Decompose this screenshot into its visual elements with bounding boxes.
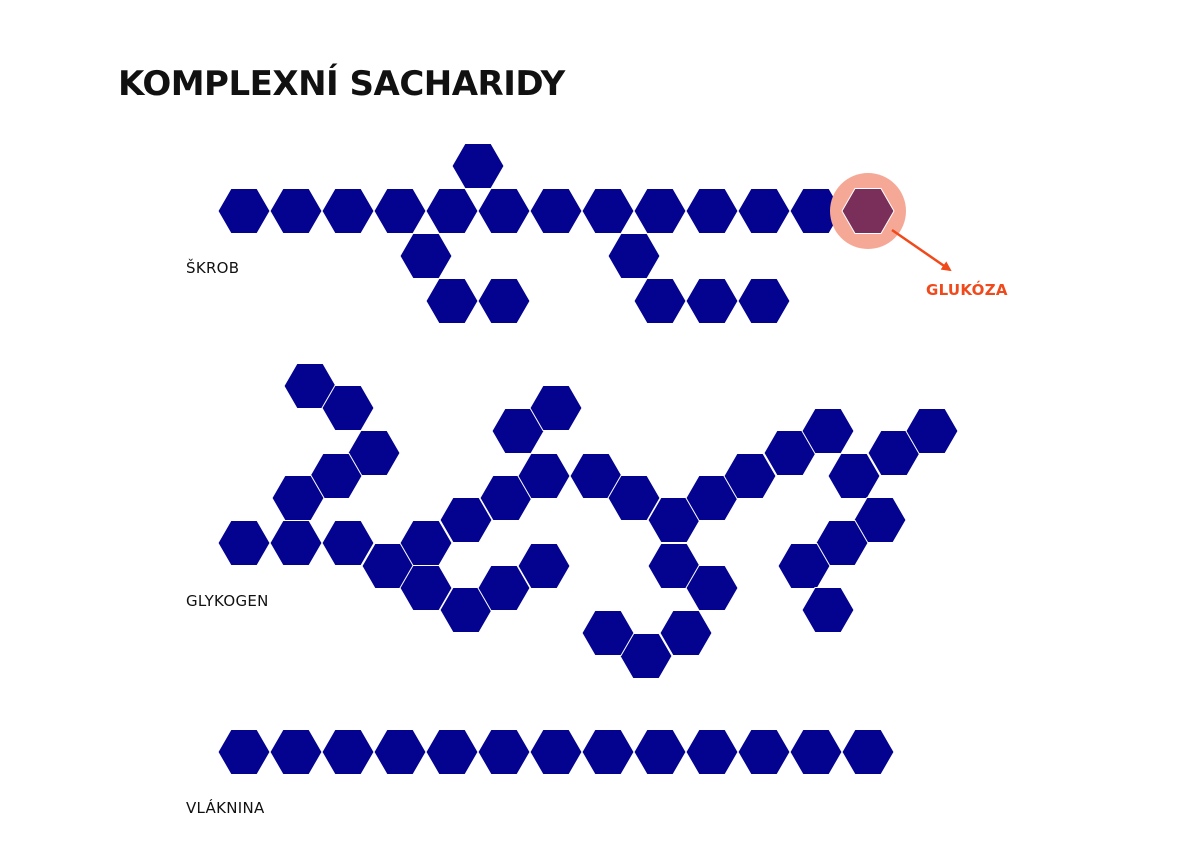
glucose-hexagon xyxy=(399,565,453,611)
glucose-hexagon xyxy=(659,610,713,656)
glucose-hexagon xyxy=(685,188,739,234)
arrow-icon xyxy=(891,228,952,272)
glucose-hexagon xyxy=(425,729,479,775)
glucose-hexagon xyxy=(269,188,323,234)
glucose-hexagon xyxy=(529,729,583,775)
glucose-hexagon xyxy=(581,610,635,656)
glucose-hexagon xyxy=(477,278,531,324)
fiber-label: VLÁKNINA xyxy=(186,798,265,817)
glucose-hexagon xyxy=(633,188,687,234)
glucose-hexagon xyxy=(633,278,687,324)
glucose-hexagon xyxy=(269,520,323,566)
glucose-hexagon xyxy=(321,729,375,775)
glucose-hexagon xyxy=(801,587,855,633)
glucose-hexagon xyxy=(269,729,323,775)
glucose-hexagon xyxy=(685,278,739,324)
starch-label: ŠKROB xyxy=(186,258,239,277)
glucose-hexagon xyxy=(321,520,375,566)
glucose-hexagon xyxy=(321,188,375,234)
glucose-hexagon xyxy=(737,188,791,234)
glucose-hexagon xyxy=(425,278,479,324)
glycogen-molecule xyxy=(217,363,959,679)
glucose-hexagon xyxy=(477,188,531,234)
glucose-hexagon xyxy=(581,729,635,775)
glucose-hexagon xyxy=(517,543,571,589)
starch-molecule xyxy=(217,143,843,324)
glucose-highlight xyxy=(830,173,906,249)
glucose-hexagon xyxy=(905,408,959,454)
glucose-hexagon xyxy=(685,565,739,611)
glucose-hexagon xyxy=(271,475,325,521)
glucose-hexagon xyxy=(723,453,777,499)
glucose-hexagon xyxy=(517,453,571,499)
glucose-hexagon xyxy=(529,188,583,234)
page-title: KOMPLEXNÍ SACHARIDY xyxy=(118,64,565,104)
glucose-hexagon xyxy=(789,729,843,775)
glucose-hexagon xyxy=(451,143,505,189)
glucose-hexagon xyxy=(841,729,895,775)
glucose-hexagon xyxy=(217,729,271,775)
glucose-hexagon xyxy=(399,233,453,279)
glucose-hexagon xyxy=(439,497,493,543)
glucose-hexagon xyxy=(581,188,635,234)
glucose-hexagon xyxy=(607,475,661,521)
glucose-hexagon xyxy=(529,385,583,431)
glucose-hexagon xyxy=(737,729,791,775)
glucose-hexagon xyxy=(477,565,531,611)
glycogen-label: GLYKOGEN xyxy=(186,592,269,610)
glucose-hexagon xyxy=(217,520,271,566)
glucose-hexagon xyxy=(633,729,687,775)
glucose-hexagon xyxy=(217,188,271,234)
fiber-molecule xyxy=(217,729,895,775)
glucose-hexagon xyxy=(373,729,427,775)
glucose-label: GLUKÓZA xyxy=(926,280,1008,299)
glucose-hexagon xyxy=(477,729,531,775)
glucose-hexagon xyxy=(607,233,661,279)
glucose-hexagon xyxy=(685,729,739,775)
glucose-highlight-hexagon xyxy=(841,188,895,234)
glucose-hexagon xyxy=(373,188,427,234)
glucose-hexagon xyxy=(737,278,791,324)
glucose-hexagon xyxy=(425,188,479,234)
glucose-hexagon xyxy=(789,188,843,234)
